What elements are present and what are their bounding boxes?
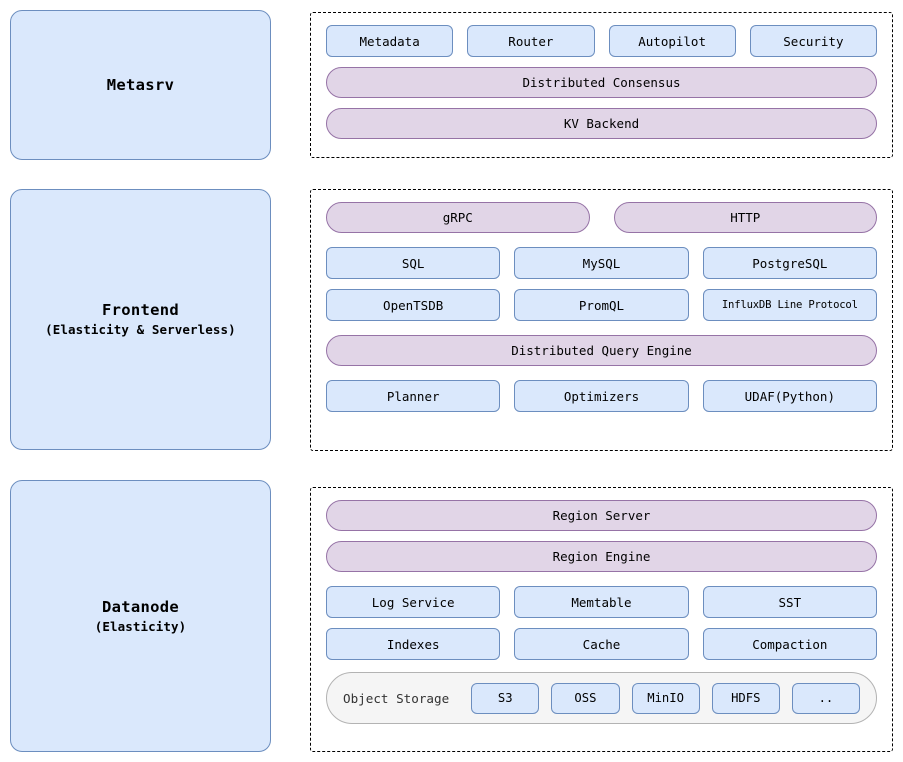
- container-datanode: Region Server Region Engine Log Service …: [310, 487, 893, 752]
- metasrv-box-autopilot[interactable]: Autopilot: [608, 25, 736, 57]
- container-metasrv: Metadata Router Autopilot Security Distr…: [310, 12, 893, 158]
- panel-frontend-title: Frontend: [101, 301, 180, 320]
- object-storage-box-hdfs[interactable]: HDFS: [711, 682, 780, 714]
- frontend-protocol-pills-row: gRPC HTTP: [326, 202, 877, 233]
- frontend-box-promql[interactable]: PromQL: [514, 289, 689, 321]
- datanode-storage-components-row-1: Log Service Memtable SST: [326, 586, 877, 618]
- metasrv-kv-row: KV Backend: [326, 108, 877, 139]
- datanode-pill-region-engine[interactable]: Region Engine: [326, 541, 877, 572]
- object-storage-box-more[interactable]: ..: [791, 682, 861, 714]
- datanode-region-server-row: Region Server: [326, 500, 877, 531]
- frontend-pill-http[interactable]: HTTP: [613, 202, 877, 233]
- frontend-box-udaf-python[interactable]: UDAF(Python): [702, 380, 877, 412]
- datanode-box-indexes[interactable]: Indexes: [326, 628, 501, 660]
- panel-frontend: Frontend (Elasticity & Serverless): [10, 189, 271, 450]
- metasrv-pill-kv-backend[interactable]: KV Backend: [326, 108, 877, 139]
- frontend-protocol-row-1: SQL MySQL PostgreSQL: [326, 247, 877, 279]
- frontend-box-mysql[interactable]: MySQL: [514, 247, 689, 279]
- object-storage-box-oss[interactable]: OSS: [551, 682, 620, 714]
- datanode-pill-region-server[interactable]: Region Server: [326, 500, 877, 531]
- frontend-query-components-row: Planner Optimizers UDAF(Python): [326, 380, 877, 412]
- datanode-box-memtable[interactable]: Memtable: [514, 586, 689, 618]
- frontend-query-engine-row: Distributed Query Engine: [326, 335, 877, 366]
- panel-metasrv-title: Metasrv: [106, 75, 175, 94]
- panel-datanode-subtitle: (Elasticity): [94, 618, 187, 634]
- object-storage-box-s3[interactable]: S3: [471, 682, 540, 714]
- datanode-box-compaction[interactable]: Compaction: [702, 628, 877, 660]
- panel-datanode-title: Datanode: [101, 597, 180, 616]
- frontend-box-opentsdb[interactable]: OpenTSDB: [326, 289, 501, 321]
- datanode-region-engine-row: Region Engine: [326, 541, 877, 572]
- panel-metasrv: Metasrv: [10, 10, 271, 160]
- frontend-protocol-row-2: OpenTSDB PromQL InfluxDB Line Protocol: [326, 289, 877, 321]
- datanode-box-sst[interactable]: SST: [702, 586, 877, 618]
- frontend-box-postgresql[interactable]: PostgreSQL: [702, 247, 877, 279]
- datanode-storage-components-row-2: Indexes Cache Compaction: [326, 628, 877, 660]
- metasrv-box-security[interactable]: Security: [749, 25, 877, 57]
- datanode-box-cache[interactable]: Cache: [514, 628, 689, 660]
- frontend-pill-distributed-query-engine[interactable]: Distributed Query Engine: [326, 335, 877, 366]
- object-storage-label: Object Storage: [343, 690, 450, 706]
- metasrv-components-row: Metadata Router Autopilot Security: [326, 25, 877, 57]
- frontend-box-influxdb-line-protocol[interactable]: InfluxDB Line Protocol: [702, 289, 877, 321]
- object-storage-box-minio[interactable]: MinIO: [631, 682, 700, 714]
- metasrv-pill-distributed-consensus[interactable]: Distributed Consensus: [326, 67, 877, 98]
- container-frontend: gRPC HTTP SQL MySQL PostgreSQL OpenTSDB …: [310, 189, 893, 451]
- panel-datanode: Datanode (Elasticity): [10, 480, 271, 752]
- metasrv-box-metadata[interactable]: Metadata: [326, 25, 454, 57]
- object-storage-group: Object Storage S3 OSS MinIO HDFS ..: [326, 672, 877, 724]
- metasrv-box-router[interactable]: Router: [467, 25, 595, 57]
- frontend-box-sql[interactable]: SQL: [326, 247, 501, 279]
- panel-frontend-subtitle: (Elasticity & Serverless): [45, 322, 236, 338]
- metasrv-consensus-row: Distributed Consensus: [326, 67, 877, 98]
- frontend-pill-grpc[interactable]: gRPC: [326, 202, 590, 233]
- datanode-box-log-service[interactable]: Log Service: [326, 586, 501, 618]
- frontend-box-planner[interactable]: Planner: [326, 380, 501, 412]
- frontend-box-optimizers[interactable]: Optimizers: [514, 380, 689, 412]
